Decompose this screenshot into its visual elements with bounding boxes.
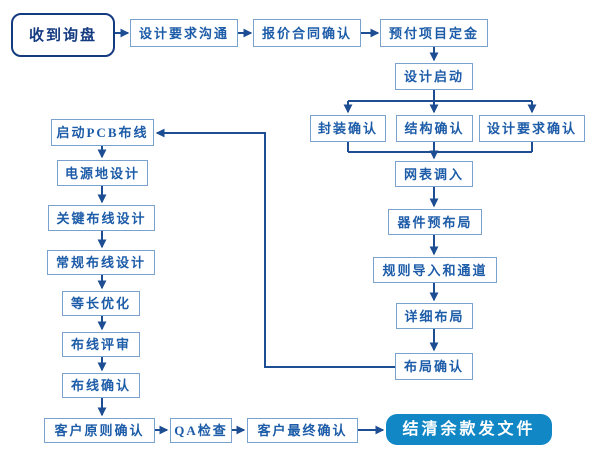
node-critical-routing-design: 关键布线设计 (48, 205, 155, 231)
node-rules-import-and-channel: 规则导入和通道 (373, 257, 497, 283)
node-routing-review: 布线评审 (62, 332, 140, 357)
node-design-requirement-communication: 设计要求沟通 (130, 19, 238, 47)
node-routing-confirm: 布线确认 (62, 373, 140, 398)
node-component-preplacement: 器件预布局 (388, 209, 482, 235)
node-detailed-placement: 详细布局 (396, 303, 473, 329)
node-received-inquiry: 收到询盘 (11, 13, 115, 57)
node-package-confirm: 封装确认 (310, 115, 386, 142)
node-length-matching-optimization: 等长优化 (62, 291, 140, 316)
node-settle-balance-send-files: 结清余款发文件 (386, 414, 552, 445)
node-general-routing-design: 常规布线设计 (47, 250, 155, 275)
node-customer-final-confirm: 客户最终确认 (247, 418, 358, 443)
node-structure-confirm: 结构确认 (396, 115, 473, 142)
node-placement-confirm: 布局确认 (395, 353, 473, 380)
node-qa-check: QA检查 (170, 418, 232, 443)
node-design-requirement-confirm: 设计要求确认 (479, 115, 585, 142)
node-start-pcb-routing: 启动PCB布线 (51, 119, 154, 146)
node-netlist-import: 网表调入 (395, 161, 473, 187)
node-quotation-contract-confirm: 报价合同确认 (253, 19, 361, 47)
node-customer-principle-confirm: 客户原则确认 (44, 418, 155, 443)
node-design-start: 设计启动 (395, 63, 473, 90)
node-prepay-project-deposit: 预付项目定金 (380, 19, 488, 47)
node-power-ground-design: 电源地设计 (57, 160, 148, 186)
